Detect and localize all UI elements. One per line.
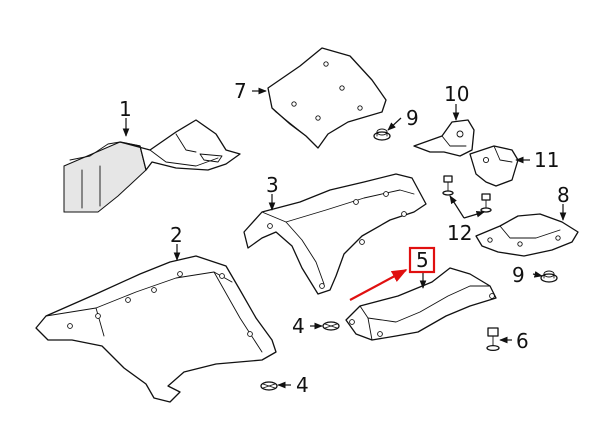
part-3-tunnel-shield[interactable] [243, 173, 427, 295]
callout-6: 6 [516, 329, 529, 353]
part-4-nut-lower[interactable] [260, 381, 278, 391]
callout-11: 11 [534, 148, 559, 172]
part-12-bolt-right[interactable] [480, 193, 492, 213]
callout-12: 12 [447, 221, 472, 245]
callout-9-upper: 9 [406, 106, 419, 130]
part-8-heat-shield[interactable] [475, 213, 579, 257]
leader-lines [122, 87, 567, 389]
callout-10: 10 [444, 82, 469, 106]
highlight-pointer [349, 246, 436, 301]
part-5-heat-shield[interactable] [345, 267, 497, 341]
callout-8: 8 [557, 183, 570, 207]
callout-1: 1 [119, 97, 132, 121]
part-2-floor-shield[interactable] [35, 255, 277, 403]
part-1-heat-shield[interactable] [63, 119, 241, 213]
part-11-bracket[interactable] [469, 145, 519, 187]
part-9-clip-lower[interactable] [540, 270, 558, 283]
part-9-clip-upper[interactable] [373, 128, 391, 141]
callout-5: 5 [416, 248, 429, 272]
part-10-bracket[interactable] [413, 119, 475, 157]
callout-labels: 1 2 3 4 4 5 6 7 8 9 9 10 11 12 [119, 79, 570, 397]
callout-2: 2 [170, 223, 183, 247]
part-4-nut-center[interactable] [322, 321, 340, 331]
callout-4-center: 4 [292, 314, 305, 338]
callout-7: 7 [234, 79, 247, 103]
callout-3: 3 [266, 173, 279, 197]
callout-9-lower: 9 [512, 263, 525, 287]
part-6-bolt[interactable] [486, 327, 500, 352]
callout-4-lower: 4 [296, 373, 309, 397]
part-7-heat-shield[interactable] [267, 47, 387, 149]
part-12-bolt-left[interactable] [442, 175, 454, 196]
